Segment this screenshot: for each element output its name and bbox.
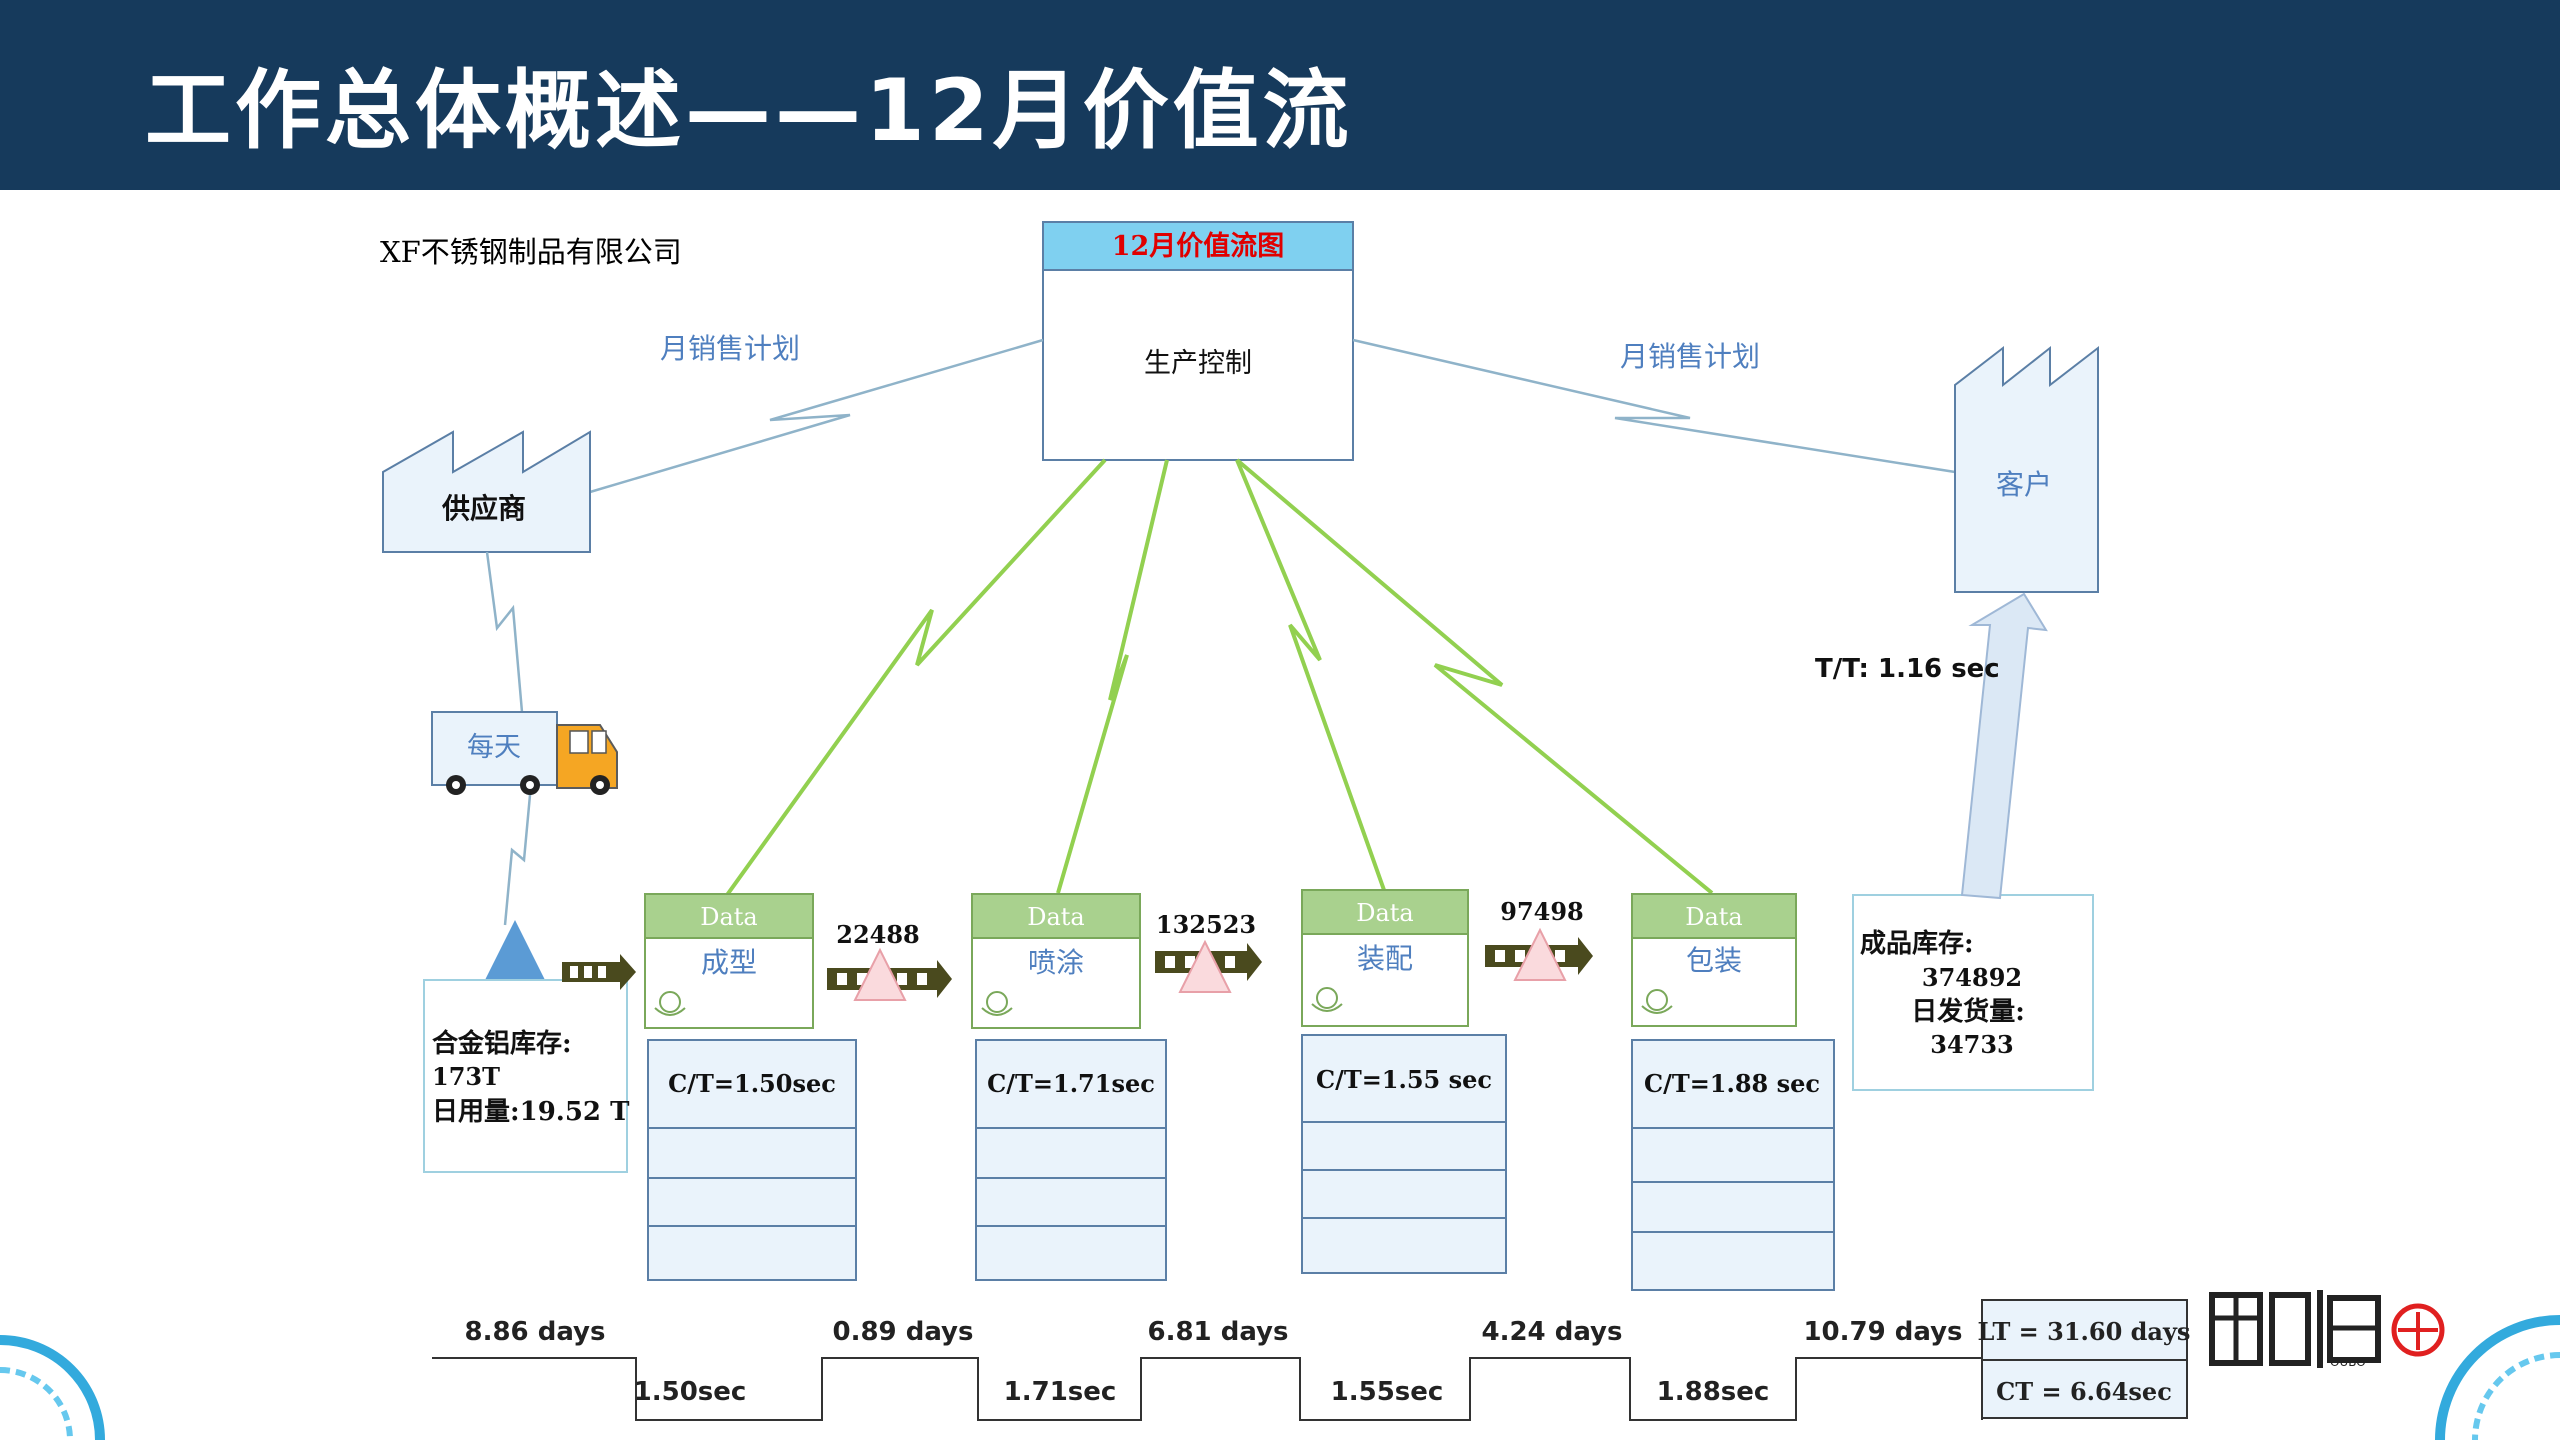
process-name: 喷涂 [1028,946,1084,979]
lead-time-summary: LT = 31.60 days CT = 6.64sec [1978,1299,2191,1419]
data-box-assembly: C/T=1.55 sec [1301,1034,1507,1274]
cycle-time: C/T=1.50sec [668,1069,836,1098]
finished-inventory-box: 成品库存: 374892 日发货量: 34733 [1852,894,2094,1091]
signal-to-packing [1235,458,1714,895]
operator-icon [1646,989,1668,1011]
timeline-days-5: 10.79 days [1803,1317,1962,1347]
delivery-truck: 每天 [431,711,618,795]
data-box-spraying: C/T=1.71sec [975,1039,1167,1281]
timeline-days-3: 6.81 days [1148,1317,1289,1347]
wip-inventory-1: 22488 [836,920,920,1001]
raw-inventory-line2: 173T [432,1062,500,1091]
takt-time: T/T: 1.16 sec [1815,654,2000,684]
timeline-sec-3: 1.55sec [1331,1377,1444,1407]
logo-text: OUBO [2330,1355,2366,1369]
timeline-sec-1: 1.50sec [634,1377,747,1407]
process-name: 装配 [1357,942,1413,975]
wip-count-3: 97498 [1500,897,1584,926]
cycle-time: C/T=1.88 sec [1644,1069,1820,1098]
operator-icon [1316,987,1338,1009]
logo-seal-icon [2391,1303,2445,1357]
process-header: Data [700,903,758,931]
shipment-arrow [1960,592,2048,900]
supplier-truck-link [485,551,524,713]
process-header: Data [1356,899,1414,927]
wip-count-1: 22488 [836,920,920,949]
finished-inventory-line2: 374892 [1922,963,2022,992]
signal-to-forming [725,458,1107,897]
process-header: Data [1027,903,1085,931]
process-box-spraying: Data 喷涂 [971,893,1141,1029]
process-box-assembly: Data 装配 [1301,889,1469,1027]
company-name: XF不锈钢制品有限公司 [380,235,682,269]
oubo-logo: OUBO [2209,1290,2445,1369]
wip-inventory-3: 97498 [1500,897,1584,981]
process-name: 包装 [1686,944,1742,977]
customer-label: 客户 [1996,468,2052,501]
info-flow-left [589,338,1044,494]
page-title: 工作总体概述——12月价值流 [145,61,1353,161]
process-box-forming: Data 成型 [644,893,814,1029]
process-box-packing: Data 包装 [1631,893,1797,1027]
operator-icon [986,991,1008,1013]
schedule-signals [725,458,1714,897]
truck-inventory-link [503,794,532,926]
supplier-label: 供应商 [441,492,526,525]
control-header-text: 12月价值流图 [1112,231,1285,262]
wip-inventory-2: 132523 [1156,910,1256,993]
info-flow-right-label: 月销售计划 [1620,340,1760,373]
signal-to-assembly [1235,459,1386,891]
operator-icon [659,991,681,1013]
finished-inventory-line4: 34733 [1930,1030,2014,1059]
cycle-time: C/T=1.71sec [987,1069,1155,1098]
signal-to-spraying [1056,459,1169,894]
raw-inventory-line3: 日用量:19.52 T [432,1097,630,1127]
timeline-ladder: 8.86 days 0.89 days 6.81 days 4.24 days … [432,1317,1983,1421]
corner-decoration-right [2435,1315,2560,1440]
data-box-packing: C/T=1.88 sec [1631,1039,1835,1291]
timeline-days-4: 4.24 days [1482,1317,1623,1347]
lead-time: LT = 31.60 days [1978,1317,2191,1346]
push-arrow-1 [562,954,636,990]
title-bar: 工作总体概述——12月价值流 [0,0,2560,190]
wip-count-2: 132523 [1156,910,1256,939]
process-header: Data [1685,903,1743,931]
timeline-days-1: 8.86 days [465,1317,606,1347]
timeline-sec-2: 1.71sec [1004,1377,1117,1407]
production-control-box: 12月价值流图 生产控制 [1042,221,1354,461]
process-name: 成型 [701,946,757,979]
cycle-time: C/T=1.55 sec [1316,1065,1492,1094]
data-box-forming: C/T=1.50sec [647,1039,857,1281]
info-flow-right [1352,338,1956,474]
timeline-sec-4: 1.88sec [1657,1377,1770,1407]
corner-decoration-left [0,1335,105,1440]
raw-inventory-line1: 合金铝库存: [432,1028,572,1059]
control-label: 生产控制 [1144,348,1252,379]
info-flow-left-label: 月销售计划 [660,332,800,365]
raw-inventory-triangle [485,920,545,980]
supplier-factory: 供应商 [382,430,591,553]
customer-factory: 客户 [1954,345,2099,593]
raw-inventory-box: 合金铝库存: 173T 日用量:19.52 T [423,979,630,1173]
finished-inventory-line1: 成品库存: [1860,929,1974,959]
cycle-time-total: CT = 6.64sec [1996,1377,2172,1406]
truck-label: 每天 [467,732,521,763]
timeline-days-2: 0.89 days [833,1317,974,1347]
finished-inventory-line3: 日发货量: [1911,996,2025,1027]
